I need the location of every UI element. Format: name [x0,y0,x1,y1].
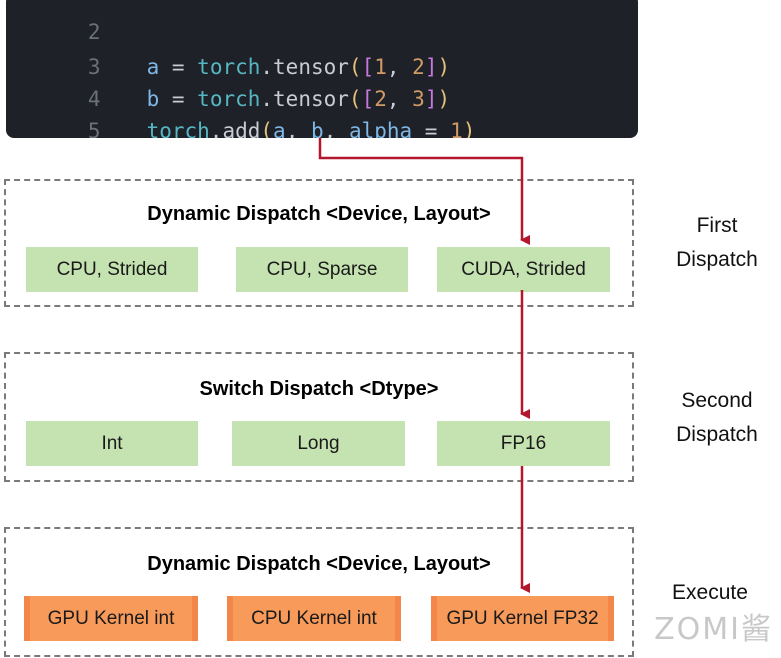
watermark-logo: ZOMI酱 [654,612,773,647]
execute-label: Execute [672,581,748,604]
execute-stage: Dynamic Dispatch <Device, Layout> GPU Ke… [4,527,634,657]
second-dispatch-label: Second Dispatch [676,389,758,446]
option-int: Int [26,421,198,466]
option-cpu-strided: CPU, Strided [26,247,198,292]
first-dispatch-label: First Dispatch [676,214,758,271]
second-dispatch-stage: Switch Dispatch <Dtype> Int Long FP16 [4,352,634,482]
option-cuda-strided: CUDA, Strided [437,247,610,292]
code-line-6: 6 [6,115,147,138]
kernel-gpu-int: GPU Kernel int [24,596,198,641]
kernel-gpu-fp32: GPU Kernel FP32 [431,596,614,641]
stage-title: Dynamic Dispatch <Device, Layout> [147,553,491,575]
kernel-cpu-int: CPU Kernel int [227,596,401,641]
option-fp16: FP16 [437,421,610,466]
option-cpu-sparse: CPU, Sparse [236,247,408,292]
stage-title: Dynamic Dispatch <Device, Layout> [147,203,491,225]
stage-title: Switch Dispatch <Dtype> [199,378,439,400]
first-dispatch-stage: Dynamic Dispatch <Device, Layout> CPU, S… [4,179,634,307]
code-line-2: 2 [87,20,101,44]
option-long: Long [232,421,405,466]
